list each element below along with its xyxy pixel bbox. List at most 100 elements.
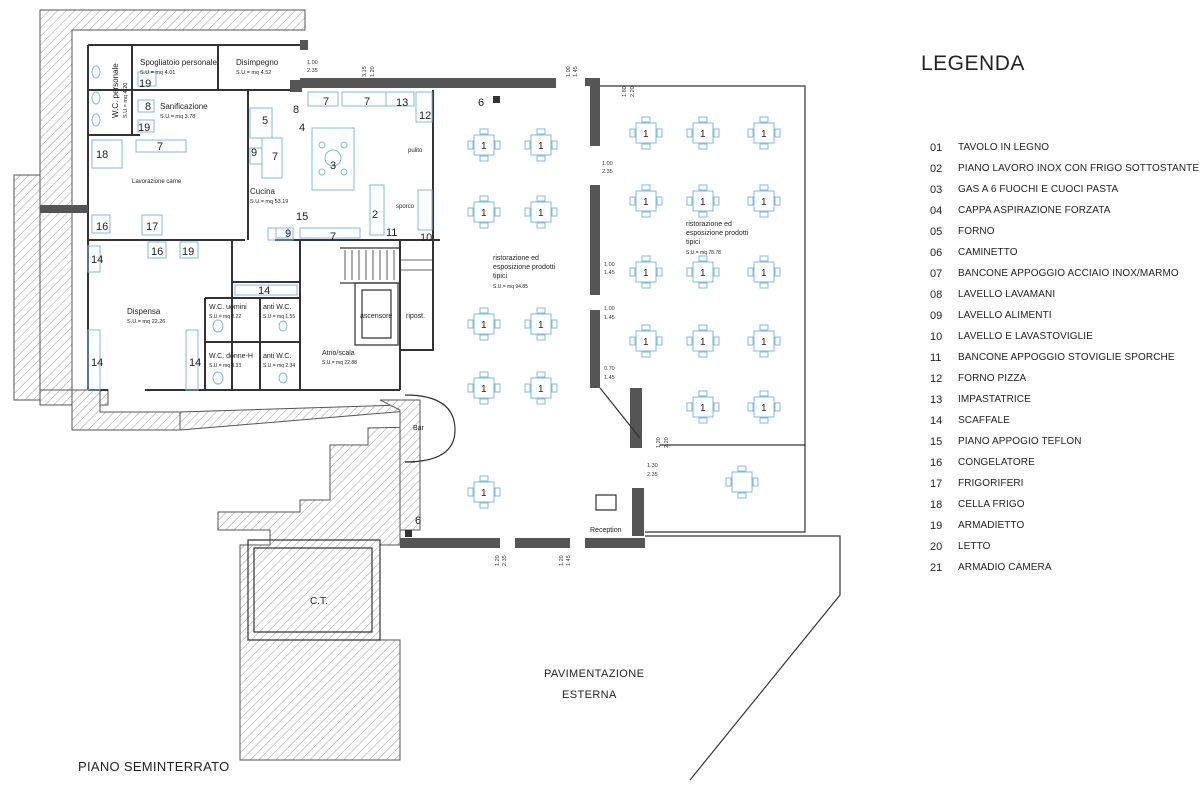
plan-text: 1 <box>643 197 649 208</box>
plan-text: 19 <box>138 122 150 134</box>
plan-text: 7 <box>364 96 370 108</box>
plan-text: 1.00 <box>307 60 318 66</box>
plan-text: 1.20 <box>656 437 662 448</box>
plan-text: 6 <box>478 97 484 109</box>
plan-text: 1.45 <box>604 315 615 321</box>
legend-item: 20 LETTO <box>930 536 1199 557</box>
walls <box>87 44 440 391</box>
plan-text: 1 <box>538 384 544 395</box>
retaining-walls <box>13 9 421 761</box>
stairs <box>344 250 433 280</box>
label-lavorazione: Lavorazione carne <box>132 179 182 185</box>
label-rist2-line2: esposizione prodotti <box>686 230 749 237</box>
plan-text: 7 <box>323 96 329 108</box>
legend-item-number: 21 <box>930 561 943 574</box>
legend-item-number: 13 <box>930 393 943 406</box>
plan-text: 16 <box>151 246 163 258</box>
plan-text: 7 <box>330 231 336 243</box>
plan-text: 1.80 <box>622 86 628 97</box>
area-rist1: S.U.= mq 94.85 <box>493 284 528 290</box>
plan-text: 1 <box>538 208 544 219</box>
area-dispensa: S.U.= mq 22.26 <box>127 319 165 325</box>
plan-text: 2 <box>372 209 378 221</box>
plan-text: 13 <box>396 97 408 109</box>
plan-text: 2.20 <box>630 86 636 97</box>
legend-item-number: 02 <box>930 162 943 175</box>
legend-item-label: LETTO <box>958 541 991 552</box>
label-wc-donne: W.C. donne-H <box>209 353 253 360</box>
plan-text: 16 <box>96 221 108 233</box>
label-anti-wc-2: anti W.C. <box>263 353 291 360</box>
label-wc-personale: W.C. personale <box>111 63 120 118</box>
label-ascensore: ascensore <box>360 313 392 320</box>
plan-text: 15 <box>296 211 308 223</box>
label-ct: C.T. <box>310 596 328 607</box>
legend-item-number: 19 <box>930 519 943 532</box>
plan-text: 1.20 <box>370 66 376 77</box>
plan-text: 1 <box>481 208 487 219</box>
label-rist1-line1: ristorazione ed <box>493 255 539 262</box>
legend-item-label: CAMINETTO <box>958 247 1018 258</box>
label-atrio: Atrio/scala <box>322 350 355 357</box>
legend-item-number: 20 <box>930 540 943 553</box>
legend-item-label: SCAFFALE <box>958 415 1010 426</box>
legend-item-number: 03 <box>930 183 943 196</box>
legend-item-label: FORNO <box>958 226 995 237</box>
label-rist1-line2: esposizione prodotti <box>493 264 556 271</box>
legend-item-label: LAVELLO ALIMENTI <box>958 310 1052 321</box>
plan-text: 8 <box>145 101 151 113</box>
dining-tables <box>467 116 781 509</box>
legend-item-label: BANCONE APPOGGIO STOVIGLIE SPORCHE <box>958 352 1175 363</box>
plan-text: 1 <box>700 403 706 414</box>
legend-item-number: 05 <box>930 225 943 238</box>
plan-text: 2.20 <box>664 437 670 448</box>
plan-text: 1.20 <box>559 555 565 566</box>
label-pulito: pulito <box>408 148 423 154</box>
plan-text: 11 <box>386 227 397 239</box>
plan-text: 1 <box>700 129 706 140</box>
plan-text: 1.45 <box>566 555 572 566</box>
plan-text: 10 <box>420 232 432 244</box>
plan-text: 7 <box>272 151 278 163</box>
legend-item: 19 ARMADIETTO <box>930 515 1199 536</box>
plan-text: 1 <box>643 129 649 140</box>
plan-text: 1 <box>538 141 544 152</box>
plan-text: 2.35 <box>647 472 658 478</box>
plan-text: 17 <box>146 221 158 233</box>
plan-text: 1.45 <box>604 375 615 381</box>
label-rist1-line3: tipici <box>493 273 507 280</box>
plan-text: 14 <box>91 357 103 369</box>
label-sporco: sporco <box>396 204 415 210</box>
label-spogliatoio: Spogliatoio personale <box>140 58 217 67</box>
plan-text: 4 <box>299 122 305 134</box>
legend-item-number: 11 <box>930 351 942 364</box>
label-wc-uomini: W.C. uomini <box>209 304 247 311</box>
plan-text: 9 <box>285 228 291 240</box>
plan-text: 1 <box>761 197 767 208</box>
legend-item-number: 10 <box>930 330 943 343</box>
area-anti-wc-2: S.U.= mq 2.34 <box>263 363 295 369</box>
legend-item-number: 16 <box>930 456 943 469</box>
area-disimpegno: S.U.= mq 4.52 <box>236 70 271 76</box>
plan-text: 1 <box>481 141 487 152</box>
legend-item-label: TAVOLO IN LEGNO <box>958 142 1050 153</box>
legend-item-label: ARMADIETTO <box>958 520 1025 531</box>
legend-item-label: BANCONE APPOGGIO ACCIAIO INOX/MARMO <box>958 268 1179 279</box>
area-spogliatoio: S.U.= mq 4.01 <box>140 70 175 76</box>
label-sanificazione: Sanificazione <box>160 102 208 111</box>
thick-walls <box>40 40 645 548</box>
area-wc-uomini: S.U.= mq 2.22 <box>209 314 241 320</box>
plan-text: 1.00 <box>566 66 572 77</box>
area-sanificazione: S.U.= mq 3.78 <box>160 114 195 120</box>
fixture-numbers: 19 8 19 8 7 7 13 12 6 5 4 3 7 9 7 18 2 1… <box>91 78 767 527</box>
